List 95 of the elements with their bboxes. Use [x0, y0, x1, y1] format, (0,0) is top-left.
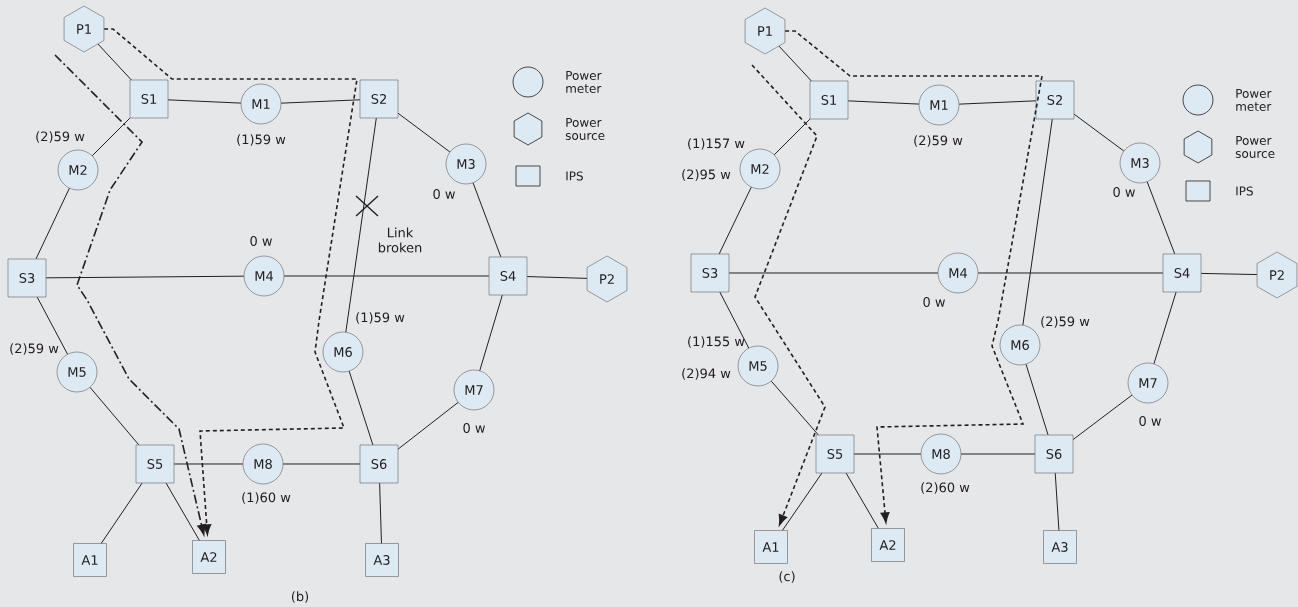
ips-box: A1: [73, 543, 107, 577]
ips-box: S1: [809, 80, 849, 120]
power-reading: (2)59 w: [1041, 316, 1090, 328]
caption-text: (c): [779, 571, 795, 583]
link-line: [853, 453, 922, 455]
power-reading: 0 w: [923, 297, 945, 307]
link-line: [35, 187, 70, 260]
power-reading: 0 w: [1139, 416, 1161, 426]
link-line: [45, 275, 245, 279]
ips-box: S3: [7, 258, 47, 298]
link-line: [778, 45, 812, 82]
ips-box: S5: [135, 444, 175, 484]
power-source-hexagon: P1: [63, 5, 105, 53]
power-reading: (1)157 w: [688, 138, 745, 150]
link-line: [100, 482, 143, 544]
ips-box: A3: [365, 543, 399, 577]
link-line: [1054, 472, 1060, 531]
link-line: [782, 472, 823, 531]
legend-text: Power source: [1235, 136, 1275, 158]
ips-box: A2: [192, 540, 226, 574]
link-line: [479, 294, 503, 372]
link-line: [718, 186, 752, 255]
power-source-hexagon: P2: [1256, 251, 1298, 299]
link-line: [97, 43, 132, 81]
link-line: [91, 117, 131, 157]
link-line: [36, 296, 69, 355]
ips-box: S2: [359, 79, 399, 119]
link-line: [1022, 118, 1053, 326]
link-line: [379, 482, 382, 544]
legend-text: IPS: [566, 171, 583, 181]
link-line: [282, 463, 361, 465]
caption-text: (b): [291, 591, 309, 603]
power-reading: (2)59 w: [10, 343, 59, 355]
link-line: [397, 112, 451, 153]
path-arrow: [103, 28, 358, 535]
link-line: [345, 117, 377, 333]
link-line: [958, 100, 1037, 105]
ips-box: S3: [690, 253, 730, 293]
legend-text: IPS: [1236, 186, 1253, 196]
link-line: [167, 99, 242, 104]
power-reading: 0 w: [250, 236, 272, 246]
link-line: [526, 276, 588, 279]
ips-box: S6: [1034, 434, 1074, 474]
link-line: [348, 370, 374, 446]
link-line: [728, 272, 939, 274]
link-line: [1153, 291, 1177, 365]
power-reading: (2)95 w: [682, 169, 731, 181]
link-line: [472, 182, 502, 258]
ips-box: S4: [488, 256, 528, 296]
ips-box: S1: [129, 79, 169, 119]
ips-box: A3: [1043, 530, 1077, 564]
ips-box: S6: [359, 444, 399, 484]
link-line: [1025, 363, 1049, 436]
link-line: [1072, 394, 1133, 440]
caption-text: Link broken: [378, 227, 422, 253]
link-line: [1146, 181, 1176, 255]
path-arrow: [784, 30, 1043, 523]
legend-text: Power source: [565, 118, 605, 140]
power-reading: (1)60 w: [242, 492, 291, 504]
ips-box: S2: [1035, 80, 1075, 120]
power-source-hexagon: P1: [744, 7, 786, 55]
link-line: [89, 386, 140, 446]
power-reading: (2)59 w: [36, 131, 85, 143]
ips-box: S5: [815, 434, 855, 474]
power-source-hexagon: P2: [586, 255, 628, 303]
link-line: [1073, 113, 1125, 152]
link-line: [960, 453, 1036, 455]
link-line: [173, 463, 244, 465]
power-reading: (2)94 w: [682, 368, 731, 380]
link-line: [1200, 272, 1258, 276]
ips-box: S4: [1162, 253, 1202, 293]
power-reading: (1)59 w: [237, 134, 286, 146]
link-line: [845, 472, 879, 529]
power-reading: (1)59 w: [356, 312, 405, 324]
link-line: [397, 401, 459, 450]
path-arrow: [751, 64, 826, 526]
link-line: [280, 99, 361, 104]
link-line: [773, 118, 811, 156]
power-reading: 0 w: [463, 423, 485, 433]
legend-text: Power meter: [566, 71, 602, 93]
link-line: [165, 482, 200, 541]
path-arrow: [54, 54, 206, 536]
power-reading: (2)60 w: [921, 482, 970, 494]
ips-box: A1: [754, 530, 788, 564]
ips-box: A2: [871, 528, 905, 562]
power-reading: 0 w: [433, 189, 455, 199]
power-reading: (1)155 w: [688, 336, 745, 348]
power-reading: 0 w: [1113, 187, 1135, 197]
legend-text: Power meter: [1236, 89, 1272, 111]
link-line: [719, 291, 750, 349]
power-reading: (2)59 w: [914, 135, 963, 147]
link-line: [770, 380, 819, 436]
link-line: [977, 272, 1164, 274]
link-line: [283, 275, 490, 277]
link-line: [847, 100, 920, 105]
